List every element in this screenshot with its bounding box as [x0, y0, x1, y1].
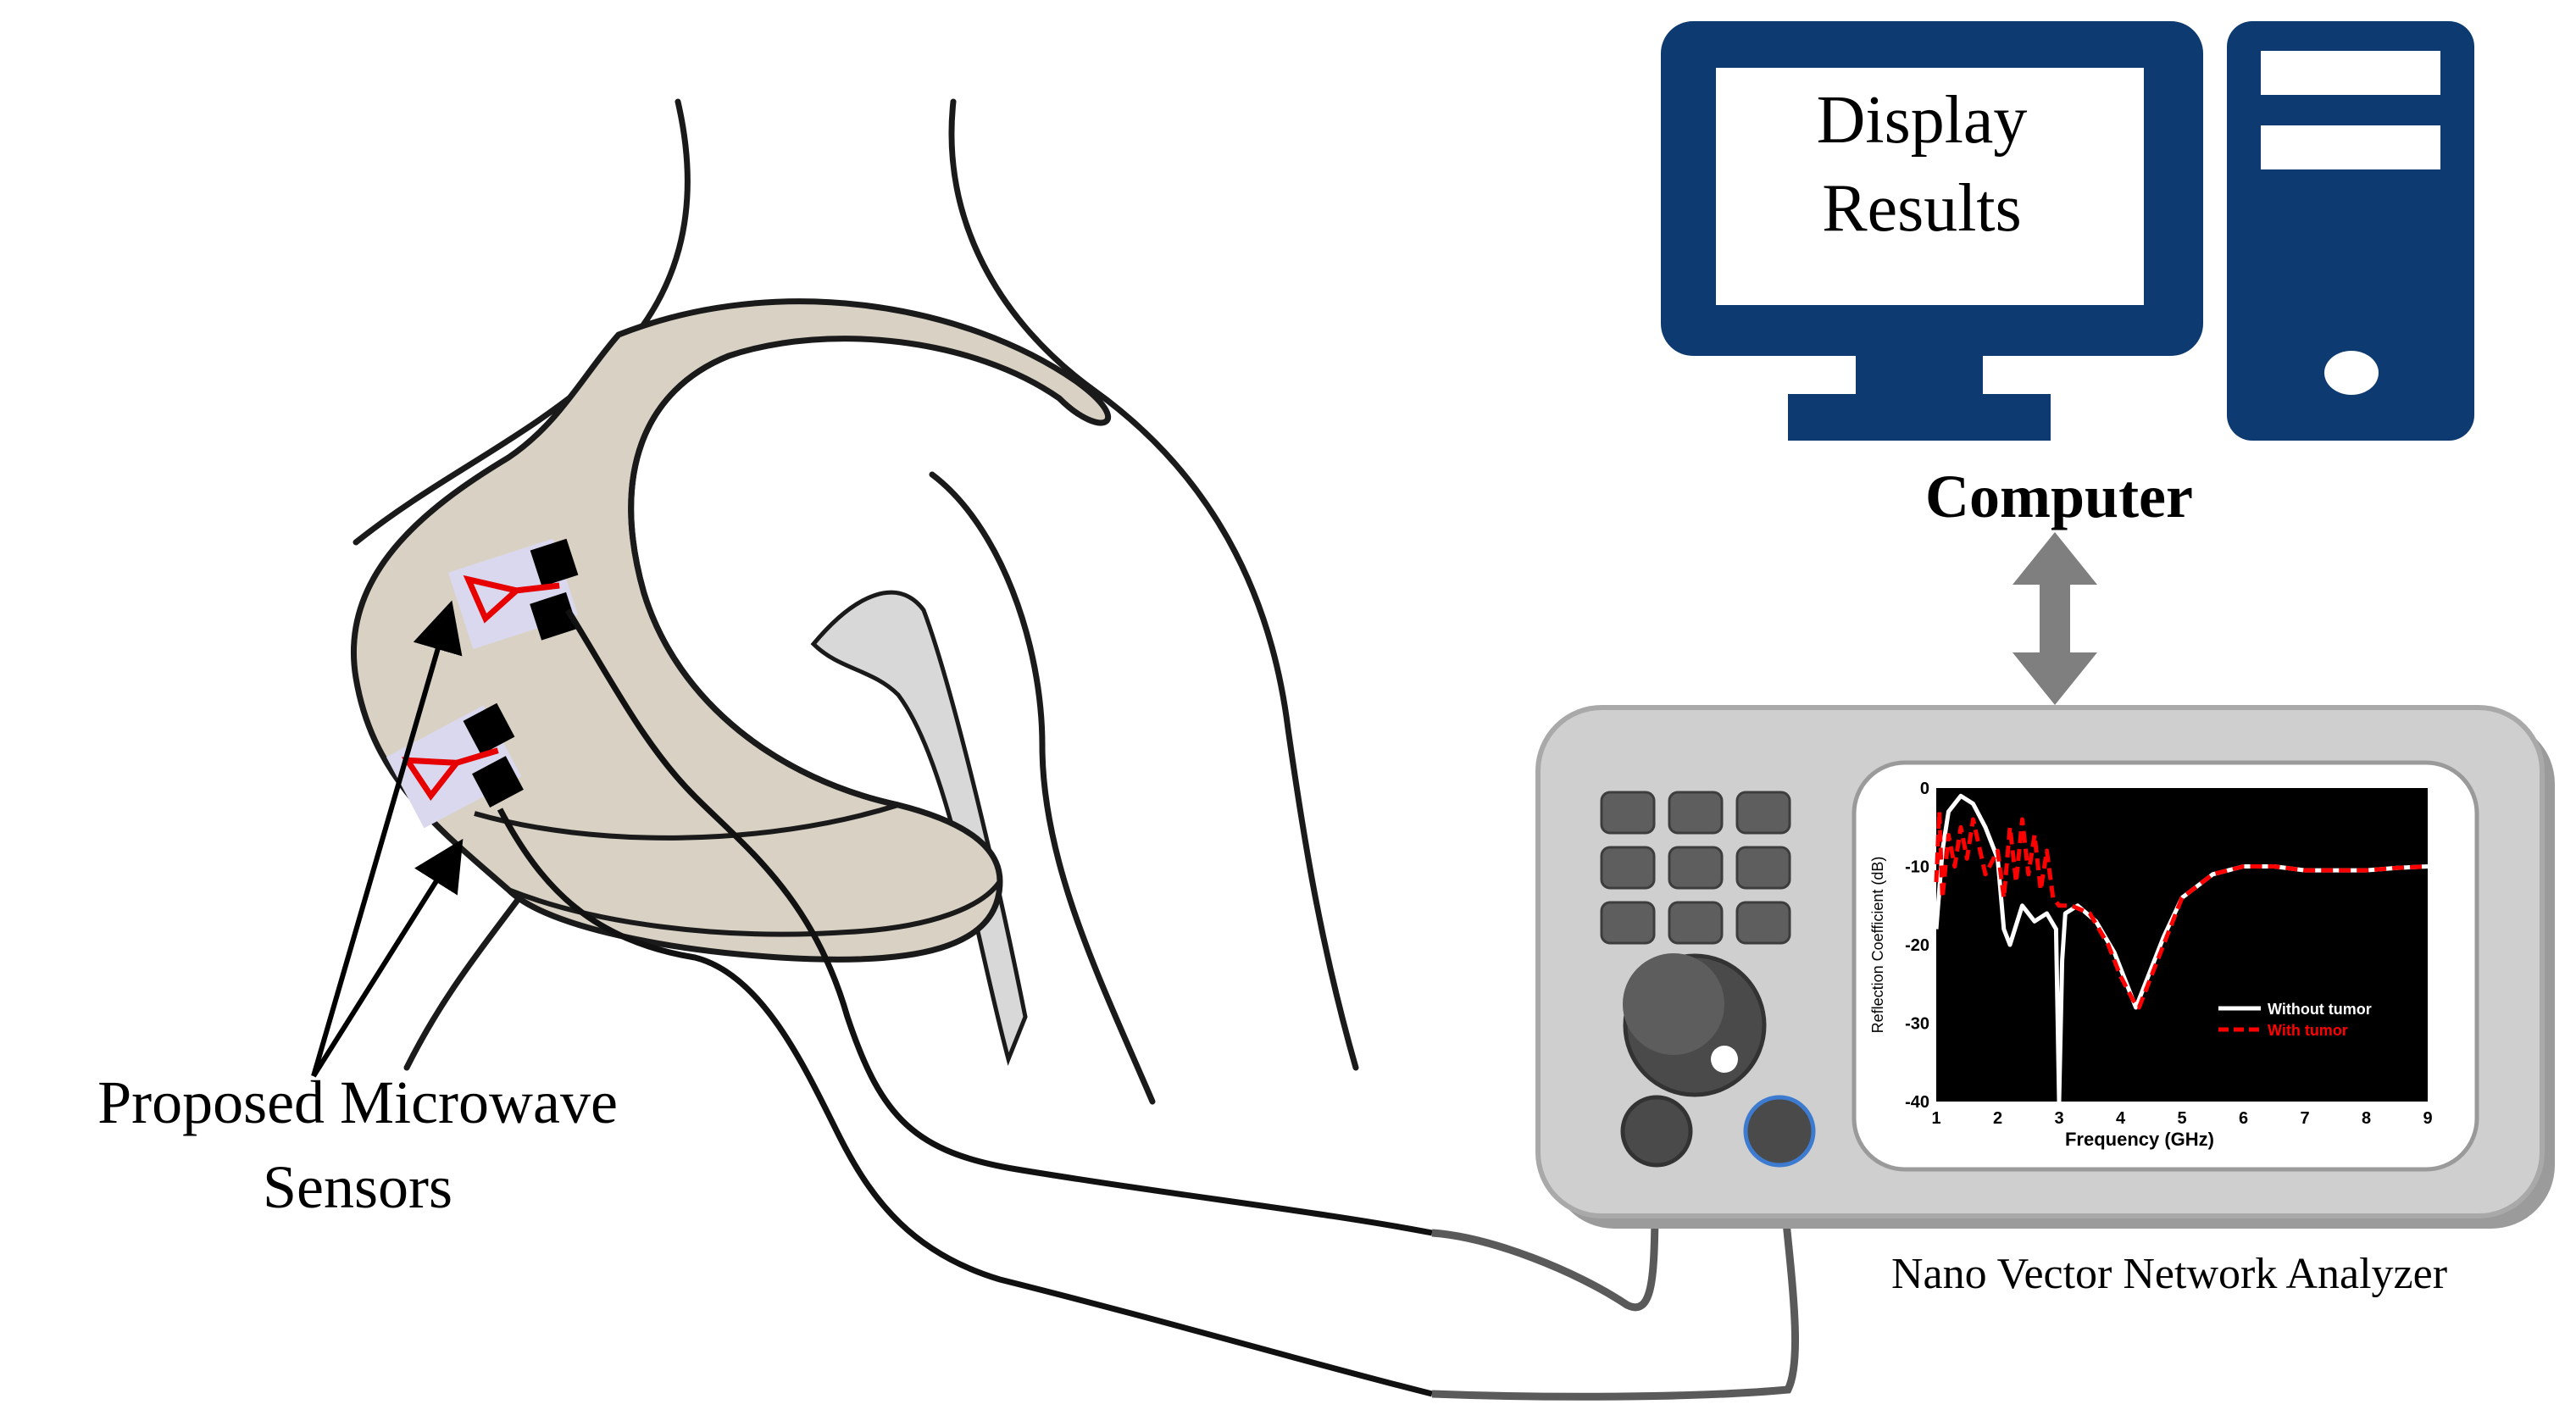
computer-icon	[1661, 21, 2474, 441]
dial-indicator	[1711, 1046, 1738, 1073]
tower-bay-2	[2261, 125, 2440, 169]
x-tick-label: 2	[1993, 1109, 2002, 1128]
computer-label: Computer	[1925, 463, 2193, 530]
sensor-label-line1: Proposed Microwave	[97, 1069, 618, 1136]
sensor-label-line2: Sensors	[263, 1153, 452, 1221]
bra-cup-edge	[628, 352, 899, 808]
x-tick-label: 4	[2116, 1109, 2126, 1128]
legend-label-with: With tumor	[2268, 1022, 2348, 1039]
y-tick-label: -20	[1905, 936, 1929, 955]
x-axis-ticks: 1 2 3 4 5 6 7 8 9	[1931, 1109, 2432, 1128]
port-1[interactable]	[1620, 1095, 1693, 1168]
x-tick-label: 6	[2239, 1109, 2248, 1128]
x-tick-label: 1	[1931, 1109, 1940, 1128]
y-tick-label: -30	[1905, 1015, 1929, 1034]
y-tick-label: -40	[1905, 1093, 1929, 1112]
back-shading	[810, 590, 1028, 1066]
keypad	[1600, 791, 1791, 945]
key[interactable]	[1668, 901, 1724, 945]
tower-bay-1	[2261, 51, 2440, 95]
series-line-with-tumor	[1934, 809, 2429, 1010]
x-tick-label: 3	[2054, 1109, 2063, 1128]
port-2[interactable]	[1743, 1095, 1816, 1168]
dial-knob-highlight	[1623, 953, 1724, 1055]
screen-text-results: Results	[1822, 171, 2022, 246]
legend-label-without: Without tumor	[2268, 1001, 2372, 1018]
monitor-neck	[1856, 356, 1983, 398]
monitor-stand	[1788, 394, 2051, 441]
key[interactable]	[1668, 846, 1724, 890]
breast	[350, 298, 1112, 963]
x-axis-label: Frequency (GHz)	[2065, 1129, 2214, 1150]
cable-top	[565, 608, 1433, 1236]
x-tick-label: 7	[2300, 1109, 2309, 1128]
x-tick-label: 8	[2362, 1109, 2371, 1128]
chart-legend: Without tumor With tumor	[2218, 1001, 2372, 1039]
tower-power-button	[2324, 351, 2379, 395]
key[interactable]	[1600, 846, 1656, 890]
bidirectional-arrow	[2012, 532, 2097, 705]
key[interactable]	[1735, 791, 1791, 835]
microwave-sensor-top	[448, 538, 579, 650]
key[interactable]	[1600, 791, 1656, 835]
series-layer	[1934, 793, 2429, 1104]
monitor-screen	[1716, 68, 2144, 305]
analyzer-label: Nano Vector Network Analyzer	[1891, 1250, 2447, 1298]
screen-text-display: Display	[1817, 83, 2028, 158]
y-axis-label: Reflection Coefficient (dB)	[1869, 857, 1886, 1034]
y-tick-label: 0	[1920, 780, 1929, 798]
x-tick-label: 9	[2423, 1109, 2432, 1128]
cable-gray-2	[1431, 1152, 1800, 1401]
x-tick-label: 5	[2177, 1109, 2186, 1128]
y-tick-label: -10	[1905, 858, 1929, 877]
key[interactable]	[1600, 901, 1656, 945]
bra-band-lower	[474, 802, 899, 841]
y-axis-ticks: 0 -10 -20 -30 -40	[1905, 780, 1929, 1112]
pointer-arrow-top	[311, 600, 463, 1077]
pointer-arrow-bottom	[311, 838, 464, 1078]
key[interactable]	[1668, 791, 1724, 835]
key[interactable]	[1735, 846, 1791, 890]
key[interactable]	[1735, 901, 1791, 945]
cable-bottom	[497, 808, 1433, 1397]
microwave-sensor-bottom	[386, 702, 524, 829]
cable-gray-1	[1431, 1152, 1661, 1312]
